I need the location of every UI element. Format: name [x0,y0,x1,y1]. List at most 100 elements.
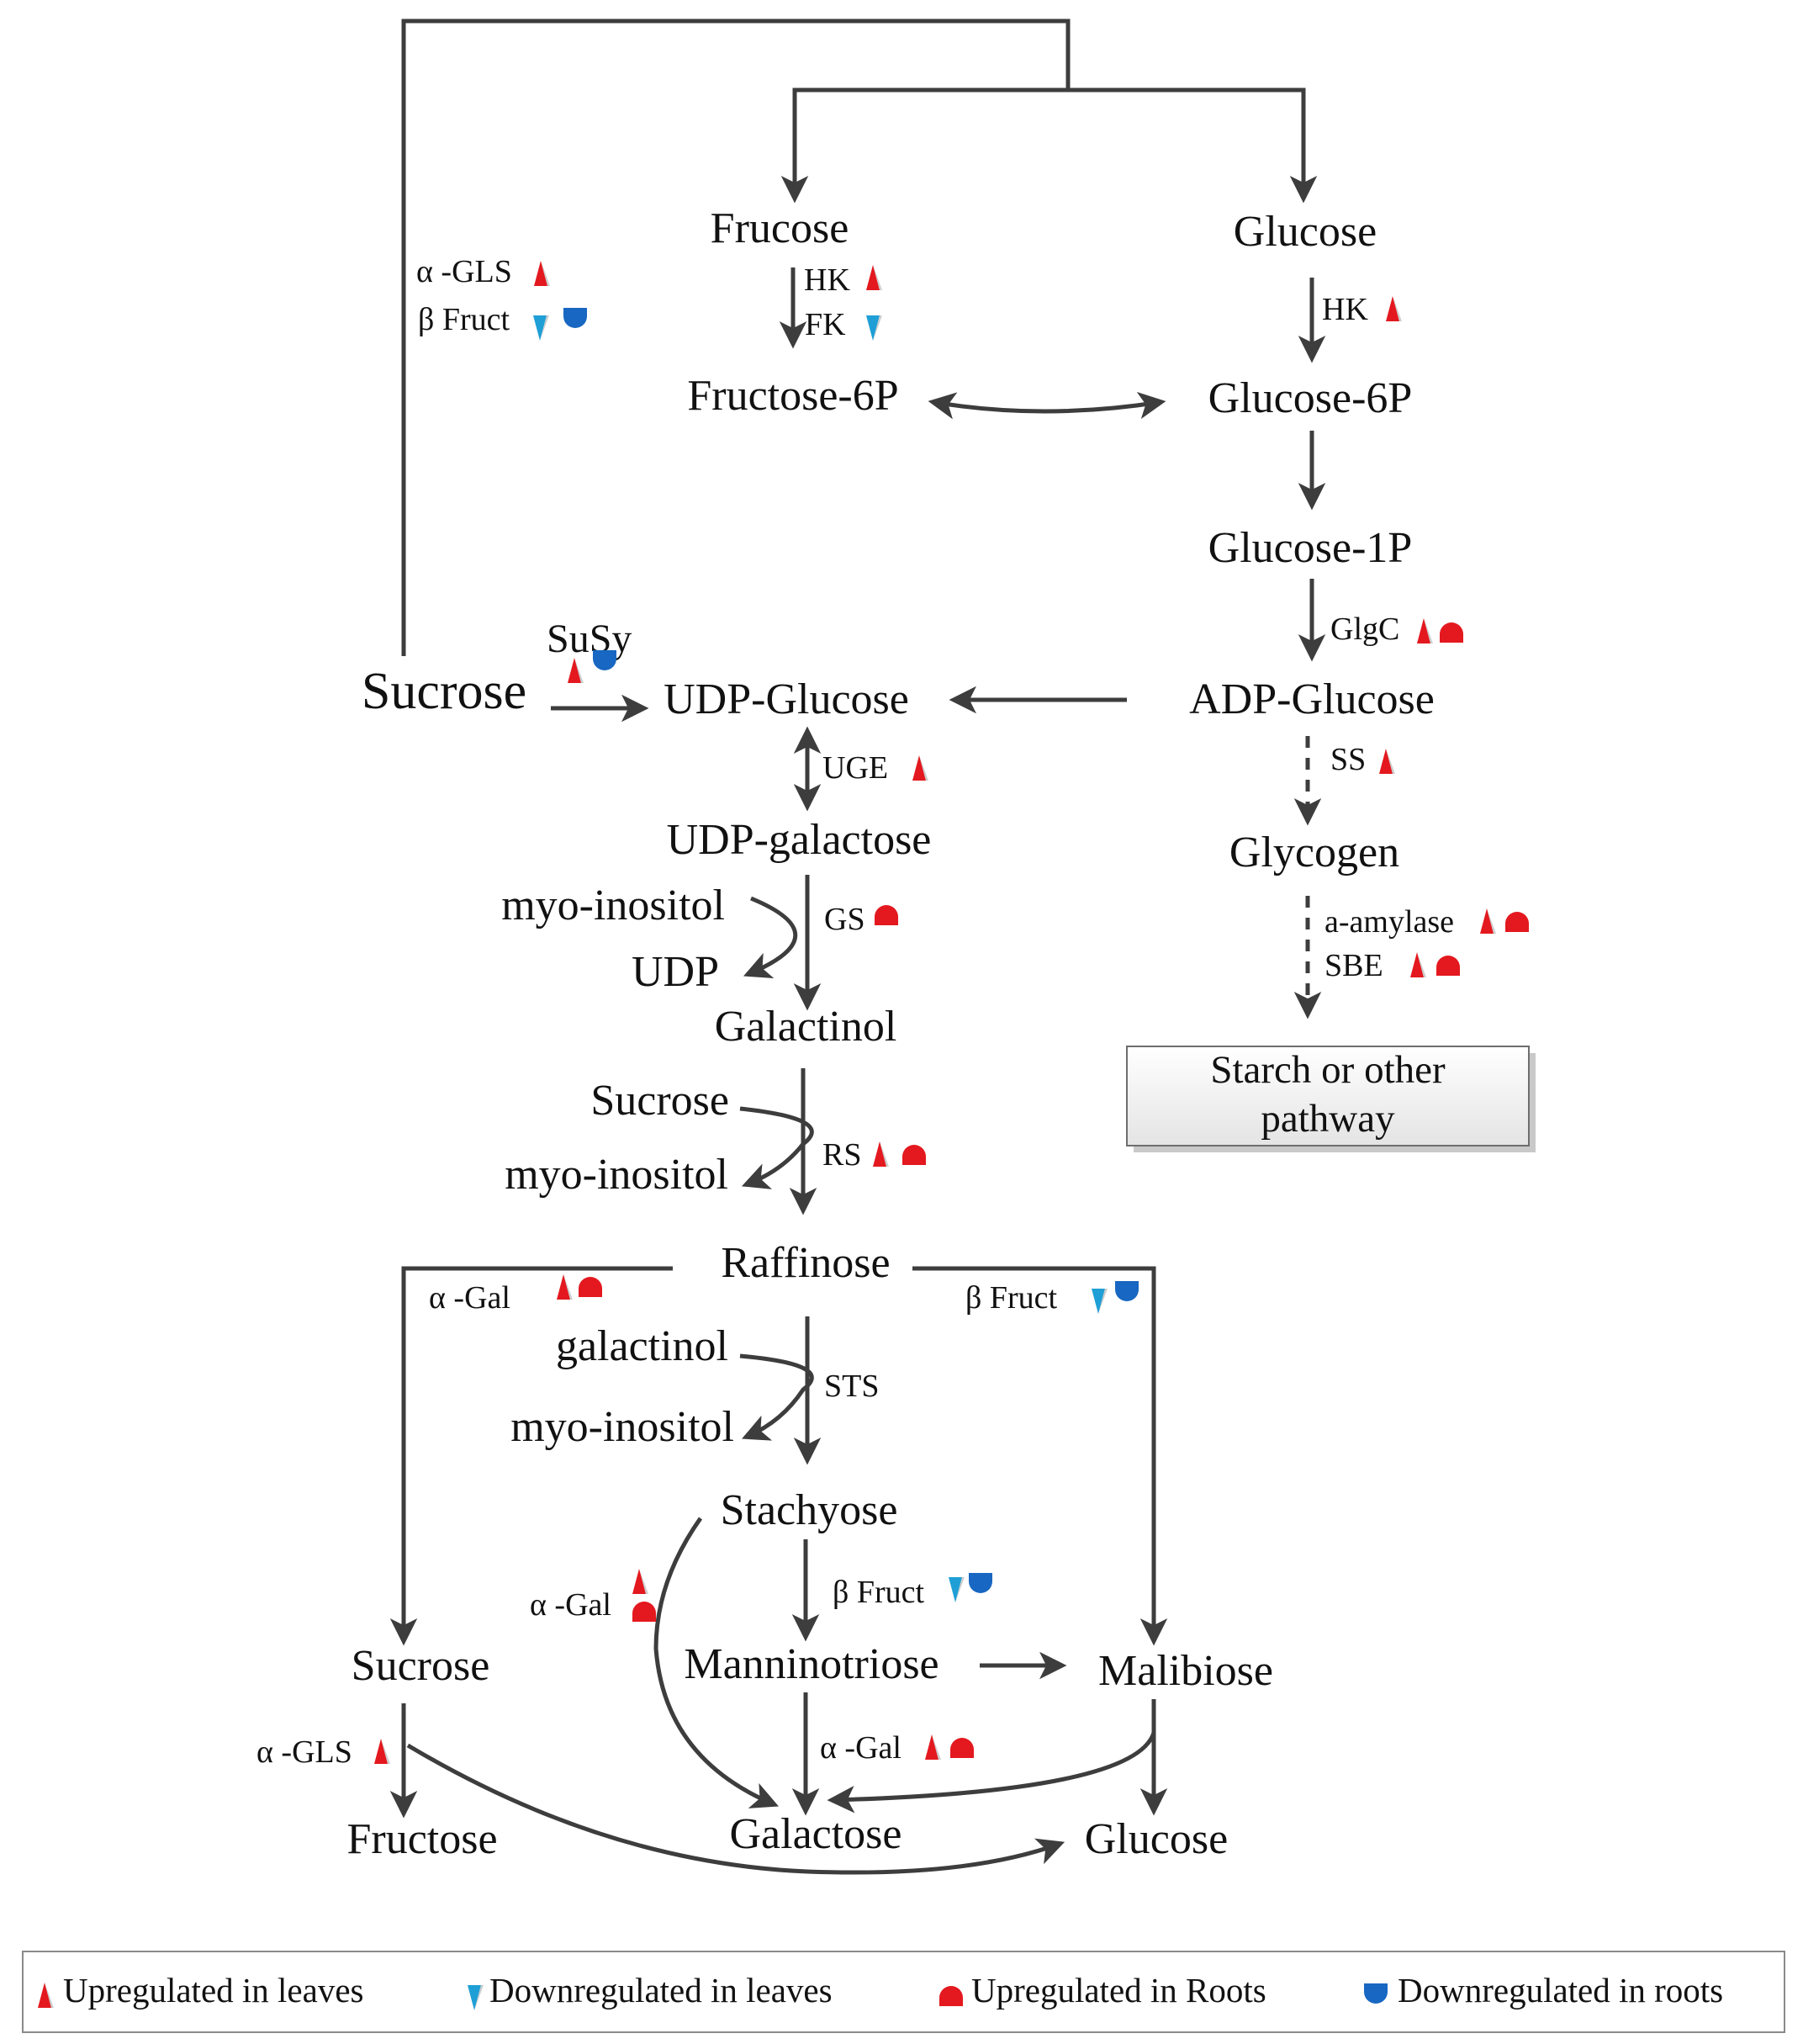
enzyme-hk-gluc: HK [1322,292,1368,327]
down-leaves-icon [866,315,882,341]
enzyme-gs: GS [824,902,865,937]
starch-box-line1: Starch or other [1210,1048,1446,1092]
node-fructose-bottom: Fructose [346,1815,497,1863]
enzyme-a-amylase: a-amylase [1324,904,1454,940]
node-myo-inositol-3: myo-inositol [510,1403,734,1451]
node-adp-glucose: ADP-Glucose [1189,675,1435,723]
enzyme-fk: FK [805,307,846,342]
up-roots-icon [875,905,898,925]
enzyme-a-gls-top: α -GLS [416,254,512,289]
node-udp-galactose: UDP-galactose [667,816,932,864]
node-glucose-bottom: Glucose [1085,1815,1228,1863]
node-glucose-6p: Glucose-6P [1208,374,1413,422]
enzyme-a-gal-raff: α -Gal [429,1280,510,1316]
up-leaves-icon [534,261,550,286]
pathway-connectors [389,19,1326,1875]
down-roots-icon [563,308,587,328]
enzyme-susy: SuSy [547,617,632,661]
enzyme-labels: α -GLS β Fruct HK FK HK SuSy GlgC UGE SS… [256,254,1454,1770]
raffinose-to-malibiose-line [912,1266,1168,1646]
up-roots-icon [632,1602,656,1622]
legend-up-leaves-label: Upregulated in leaves [63,1971,363,2010]
enzyme-b-fruct-raff: β Fruct [965,1280,1057,1316]
node-galactose: Galactose [729,1810,902,1858]
down-leaves-icon [1092,1289,1108,1314]
enzyme-a-gal-stach: α -Gal [530,1587,611,1623]
up-leaves-icon [374,1739,390,1764]
legend: Upregulated in leaves Downregulated in l… [22,1951,1785,2033]
up-leaves-icon [1480,908,1496,934]
node-frucose: Frucose [711,204,849,252]
up-leaves-icon [866,265,882,290]
node-udp: UDP [632,948,719,996]
up-leaves-icon [873,1141,889,1167]
sucrose-to-glucose-curve [406,1743,1065,1875]
enzyme-b-fruct-top: β Fruct [418,302,510,337]
node-sucrose-mid: Sucrose [590,1077,729,1125]
sucrose-feedback-line [401,19,1071,656]
up-roots-icon [579,1277,602,1297]
enzyme-uge: UGE [822,750,888,786]
starch-box-line2: pathway [1261,1097,1395,1141]
enzyme-rs: RS [822,1137,861,1173]
down-roots-icon [969,1573,992,1593]
node-glucose-1p: Glucose-1P [1208,524,1413,572]
node-stachyose: Stachyose [721,1486,898,1534]
node-sucrose-main: Sucrose [362,663,526,720]
up-leaves-icon [557,1274,573,1300]
node-galactinol: Galactinol [715,1003,897,1051]
node-fructose-6p: Fructose-6P [687,372,898,420]
sucrose-to-myoinositol-curve [739,1106,814,1189]
starch-pathway-box: Starch or other pathway [1126,1046,1536,1152]
up-leaves-icon [632,1569,648,1594]
enzyme-a-gls-low: α -GLS [256,1734,352,1770]
down-roots-icon [1115,1281,1139,1301]
split-line-fructose [780,87,1318,204]
pathway-nodes: Frucose Glucose Fructose-6P Glucose-6P G… [346,204,1536,1863]
up-roots-icon [902,1145,926,1165]
node-raffinose: Raffinose [721,1239,890,1287]
malibiose-to-galactose-curve [827,1732,1156,1814]
legend-up-roots-label: Upregulated in Roots [971,1971,1266,2010]
up-roots-icon [1505,912,1529,932]
raffinose-to-sucrose-line [389,1266,673,1646]
stachyose-to-galactose-curve [653,1517,779,1808]
enzyme-sts: STS [824,1369,879,1404]
node-malibiose: Malibiose [1098,1647,1273,1695]
enzyme-b-fruct-stach: β Fruct [833,1575,924,1610]
down-leaves-icon [949,1577,965,1602]
up-leaves-icon [1386,296,1402,321]
up-leaves-icon [912,755,928,781]
enzyme-glgc: GlgC [1330,612,1399,647]
node-udp-glucose: UDP-Glucose [664,675,909,723]
up-leaves-icon [568,658,584,683]
up-roots-icon [1440,622,1463,643]
myoinositol-to-udp-curve [743,896,798,978]
enzyme-hk-fruc: HK [804,262,850,298]
regulation-markers [374,261,1529,1764]
node-glycogen: Glycogen [1229,829,1399,876]
node-myo-inositol-2: myo-inositol [505,1151,728,1199]
legend-frame [22,1951,1785,2033]
up-leaves-icon [925,1734,941,1760]
enzyme-a-gal-mann: α -Gal [820,1730,902,1766]
down-roots-icon [593,650,616,670]
up-roots-icon [1436,956,1460,976]
down-leaves-icon [533,315,549,341]
legend-down-leaves-label: Downregulated in leaves [489,1971,833,2010]
galactinol-to-myoinositol-curve [739,1353,814,1441]
node-myo-inositol-1: myo-inositol [501,882,725,929]
enzyme-ss: SS [1330,742,1366,777]
node-glucose-top: Glucose [1234,208,1377,256]
enzyme-sbe: SBE [1324,948,1383,983]
up-leaves-icon [1417,618,1433,643]
legend-down-roots-label: Downregulated in roots [1398,1971,1723,2010]
node-galactinol-lower: galactinol [556,1322,728,1370]
up-roots-icon [950,1738,974,1758]
node-sucrose-low: Sucrose [352,1642,490,1690]
node-manninotriose: Manninotriose [684,1640,939,1688]
up-leaves-icon [1379,749,1395,774]
up-leaves-icon [1410,952,1426,977]
f6p-g6p-exchange-arrow [928,391,1166,420]
